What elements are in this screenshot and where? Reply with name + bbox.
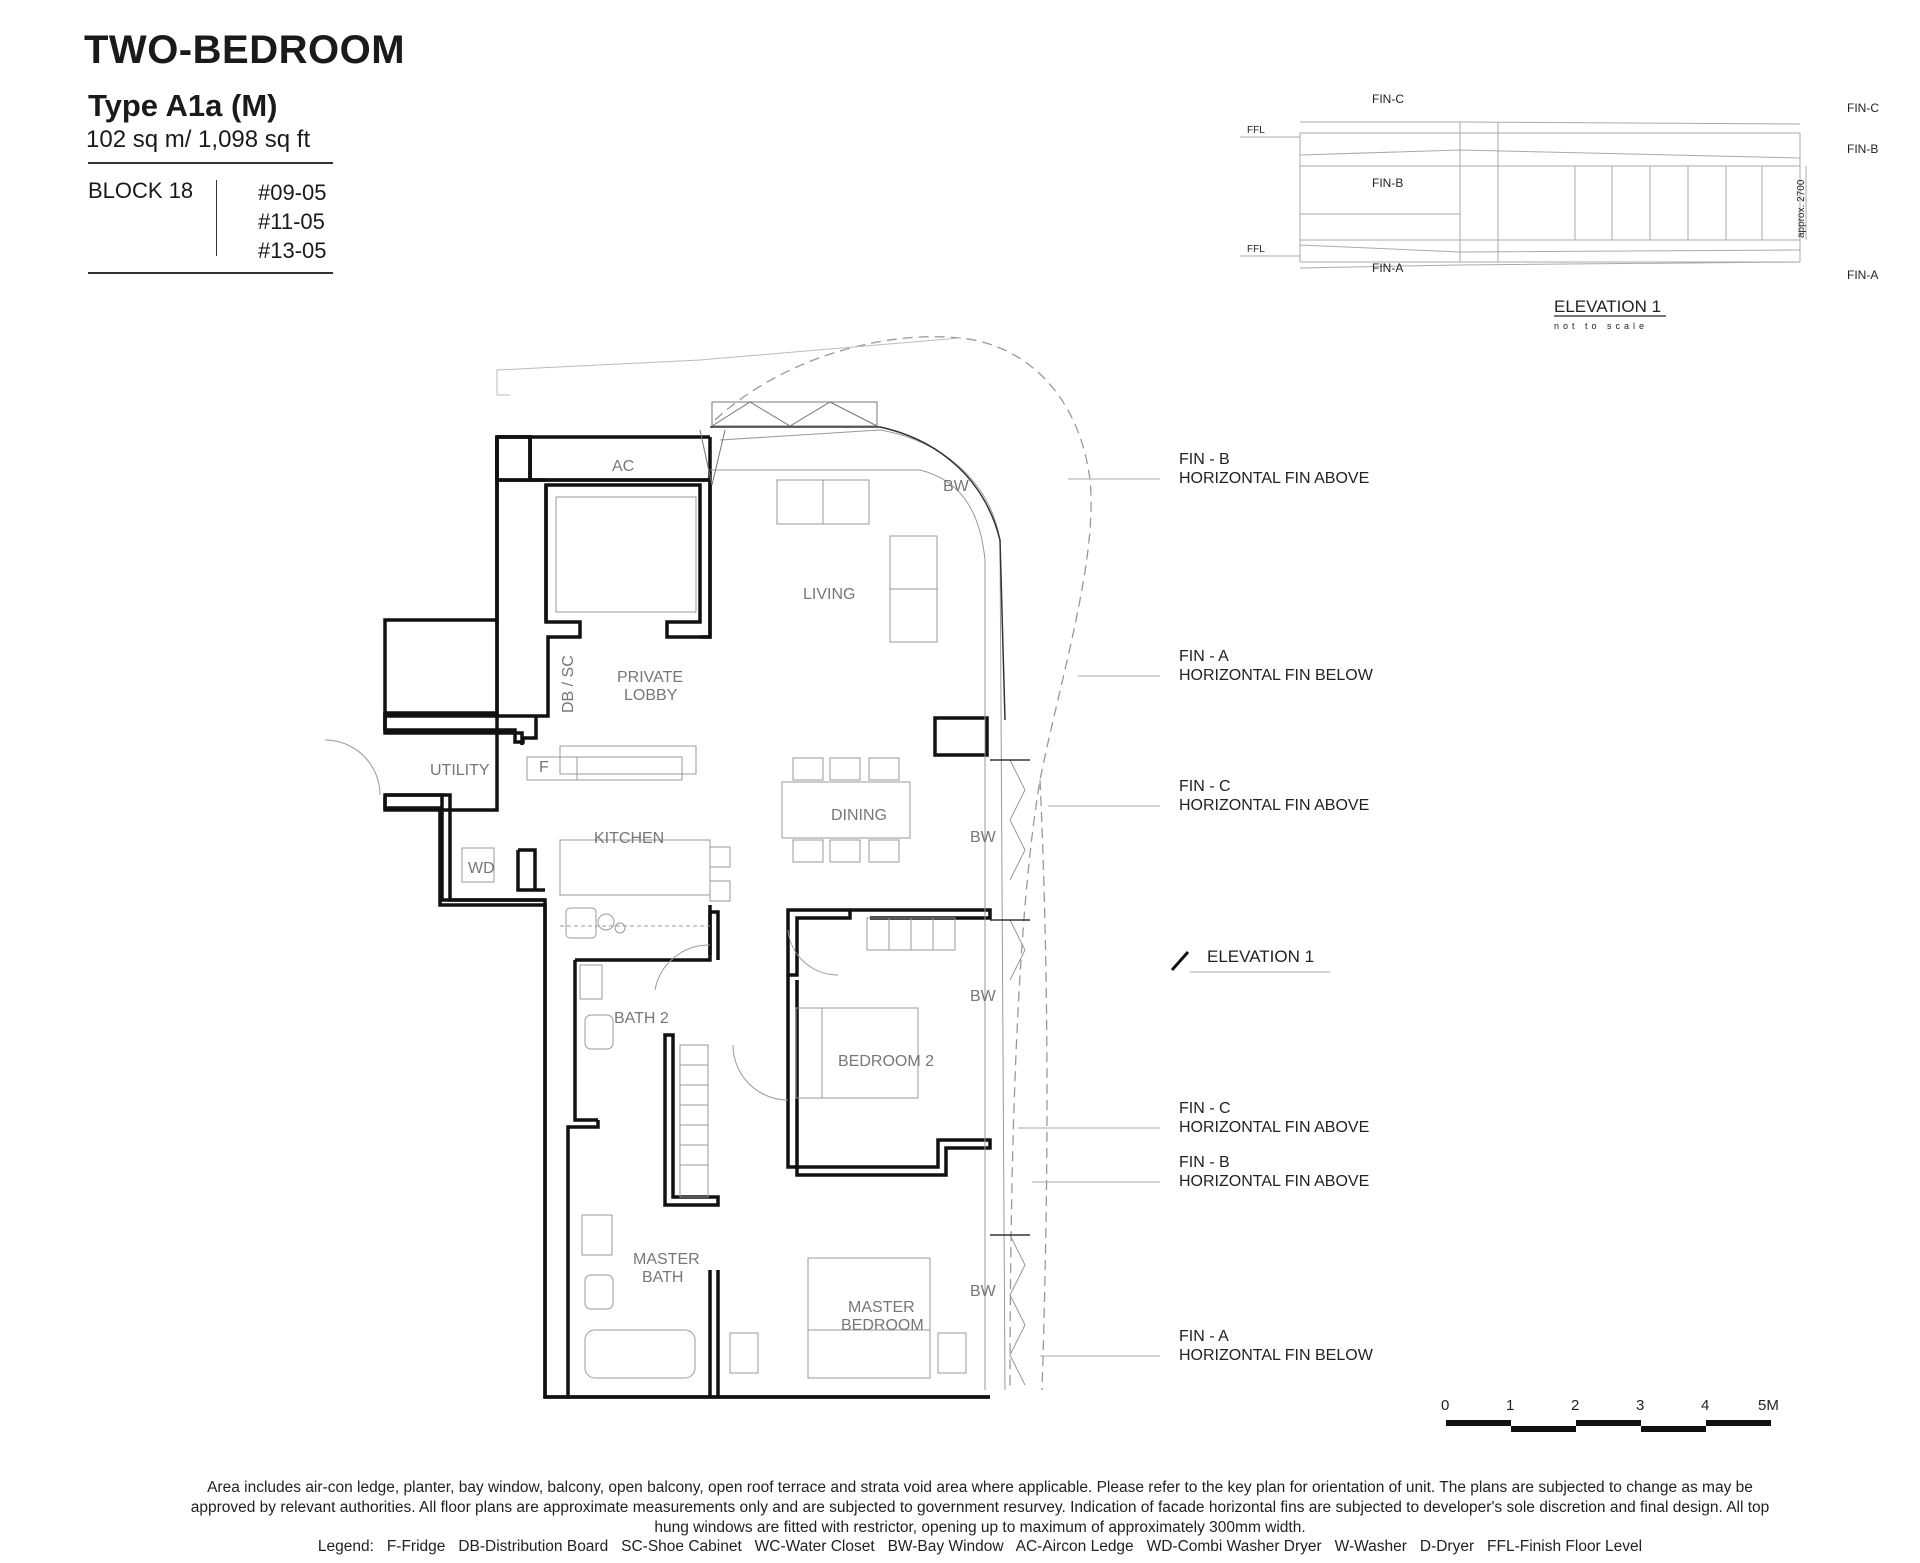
unit-type: Type A1a (M) [88,88,278,123]
unit-area: 102 sq m/ 1,098 sq ft [86,126,311,153]
scale-tick-label: 0 [1441,1397,1449,1414]
room-label-bay-window: BW [970,829,997,846]
disclaimer-line: hung windows are fitted with restrictor,… [654,1519,1306,1536]
ac-ledge-wall [495,435,532,482]
fin-callout-title: FIN - A [1179,648,1229,665]
room-label-fridge: F [539,759,549,776]
block-separator [216,180,217,256]
scale-bar [1446,1420,1771,1432]
bay-window [710,426,1030,1236]
room-label-private-lobby: LOBBY [624,687,678,704]
elevation-title: ELEVATION 1 [1554,297,1661,316]
room-label-living: LIVING [803,586,855,603]
interior-lines [324,429,1026,1391]
room-label-master-bath: MASTER [633,1251,700,1268]
plan-title: TWO-BEDROOM [84,28,406,72]
room-label-wd: WD [468,860,495,877]
block-label: BLOCK 18 [88,178,194,203]
elevation-subtitle: not to scale [1554,321,1648,331]
elevation-label-ffl: FFL [1247,125,1265,136]
roof-outline [496,337,961,396]
room-label-master-bedroom: MASTER [848,1299,915,1316]
room-label-bath-2: BATH 2 [614,1010,669,1027]
fin-callout-desc: HORIZONTAL FIN ABOVE [1179,797,1369,814]
elevation-marker-label: ELEVATION 1 [1207,947,1314,966]
room-label-private-lobby: PRIVATE [617,669,683,686]
room-label-master-bath: BATH [642,1269,683,1286]
unit-number: #09-05 [258,180,327,205]
scale-tick-label: 4 [1701,1397,1709,1414]
elevation-label-ffl: FFL [1247,244,1265,255]
fin-outline [714,336,1092,1391]
scale-tick-label: 5M [1758,1397,1779,1414]
elevation-label-fin-b: FIN-B [1372,176,1403,190]
scale-tick-label: 2 [1571,1397,1579,1414]
disclaimer-line: Area includes air-con ledge, planter, ba… [207,1479,1753,1496]
top-window [699,401,878,486]
elevation-height-label: approx. 2700 [1796,179,1807,238]
header-rule-top [88,162,333,164]
disclaimer: Area includes air-con ledge, planter, ba… [80,1478,1880,1538]
unit-number: #11-05 [258,209,325,234]
elevation-marker-arrow [1170,951,1190,971]
fin-callout-title: FIN - A [1179,1328,1229,1345]
room-label-dining: DINING [831,807,887,824]
unit-number: #13-05 [258,238,327,263]
fin-callout-title: FIN - B [1179,451,1230,468]
room-label-bay-window: BW [943,478,970,495]
fin-callout-desc: HORIZONTAL FIN ABOVE [1179,1173,1369,1190]
fin-callout-desc: HORIZONTAL FIN BELOW [1179,1347,1374,1364]
elevation-label-fin-a: FIN-A [1372,261,1403,275]
scale-tick-label: 1 [1506,1397,1514,1414]
fin-callout-desc: HORIZONTAL FIN ABOVE [1179,470,1369,487]
elevation-label-fin-c: FIN-C [1847,101,1879,115]
room-label-bedroom-2: BEDROOM 2 [838,1053,934,1070]
fin-callout-title: FIN - C [1179,1100,1231,1117]
elevation-label-fin-c: FIN-C [1372,92,1404,106]
room-label-db-sc: DB / SC [560,655,577,713]
room-label-ac: AC [612,458,634,475]
elevation-drawing [1240,121,1807,269]
fin-callout-desc: HORIZONTAL FIN BELOW [1179,667,1374,684]
room-label-bay-window: BW [970,1283,997,1300]
room-label-kitchen: KITCHEN [594,830,664,847]
fin-callout-title: FIN - C [1179,778,1231,795]
disclaimer-line: approved by relevant authorities. All fl… [190,1499,1770,1516]
room-label-utility: UTILITY [430,762,490,779]
legend: Legend: F-Fridge DB-Distribution Board S… [317,1538,1643,1555]
elevation-label-fin-a: FIN-A [1847,268,1878,282]
fin-callout-lines [1018,478,1330,1357]
room-label-bay-window: BW [970,988,997,1005]
header-rule-bottom [88,272,333,274]
unit-numbers: #09-05 #11-05 #13-05 [258,178,327,265]
fin-callout-title: FIN - B [1179,1154,1230,1171]
scale-tick-label: 3 [1636,1397,1644,1414]
elevation-label-fin-b: FIN-B [1847,142,1878,156]
room-label-master-bedroom: BEDROOM [841,1317,924,1334]
fin-callout-desc: HORIZONTAL FIN ABOVE [1179,1119,1369,1136]
